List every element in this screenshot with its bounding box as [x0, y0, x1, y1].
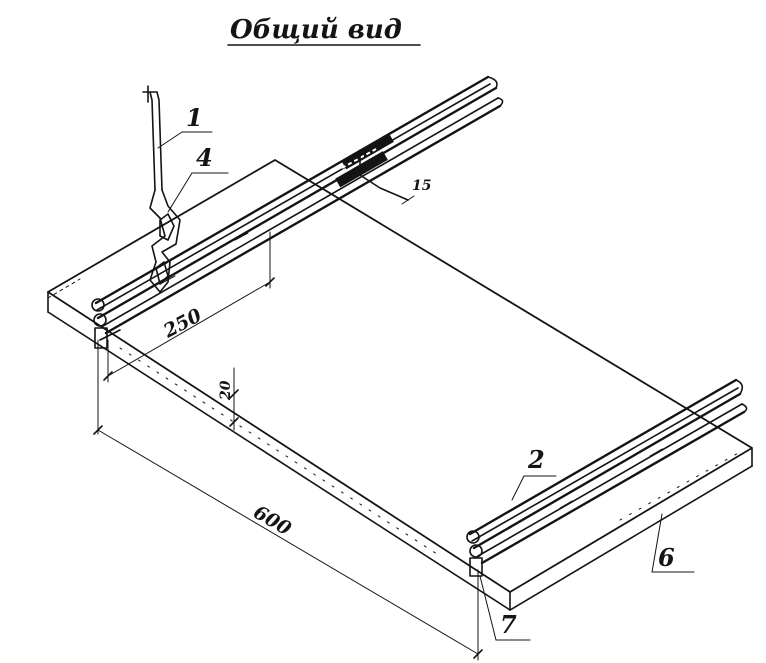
- dimension-600-lines: [93, 339, 483, 661]
- callout-1: 1: [186, 103, 203, 132]
- lifting-hook: [142, 85, 181, 293]
- dimension-20-lines: [229, 367, 239, 431]
- callout-7: 7: [500, 610, 517, 639]
- callout-2: 2: [527, 445, 545, 474]
- dimension-15: 15: [412, 178, 431, 194]
- rail-joint-clip: 15: [335, 130, 431, 205]
- slab-panel: [47, 159, 753, 611]
- callout-leaders: [157, 131, 695, 641]
- dimension-600: 600: [250, 501, 295, 540]
- callout-6: 6: [658, 543, 675, 572]
- right-guide-rail: [466, 378, 748, 577]
- dimension-20: 20: [218, 380, 234, 401]
- callout-4: 4: [196, 143, 213, 172]
- drawing-title: Общий вид: [230, 15, 402, 45]
- dimension-250-lines: [103, 231, 275, 383]
